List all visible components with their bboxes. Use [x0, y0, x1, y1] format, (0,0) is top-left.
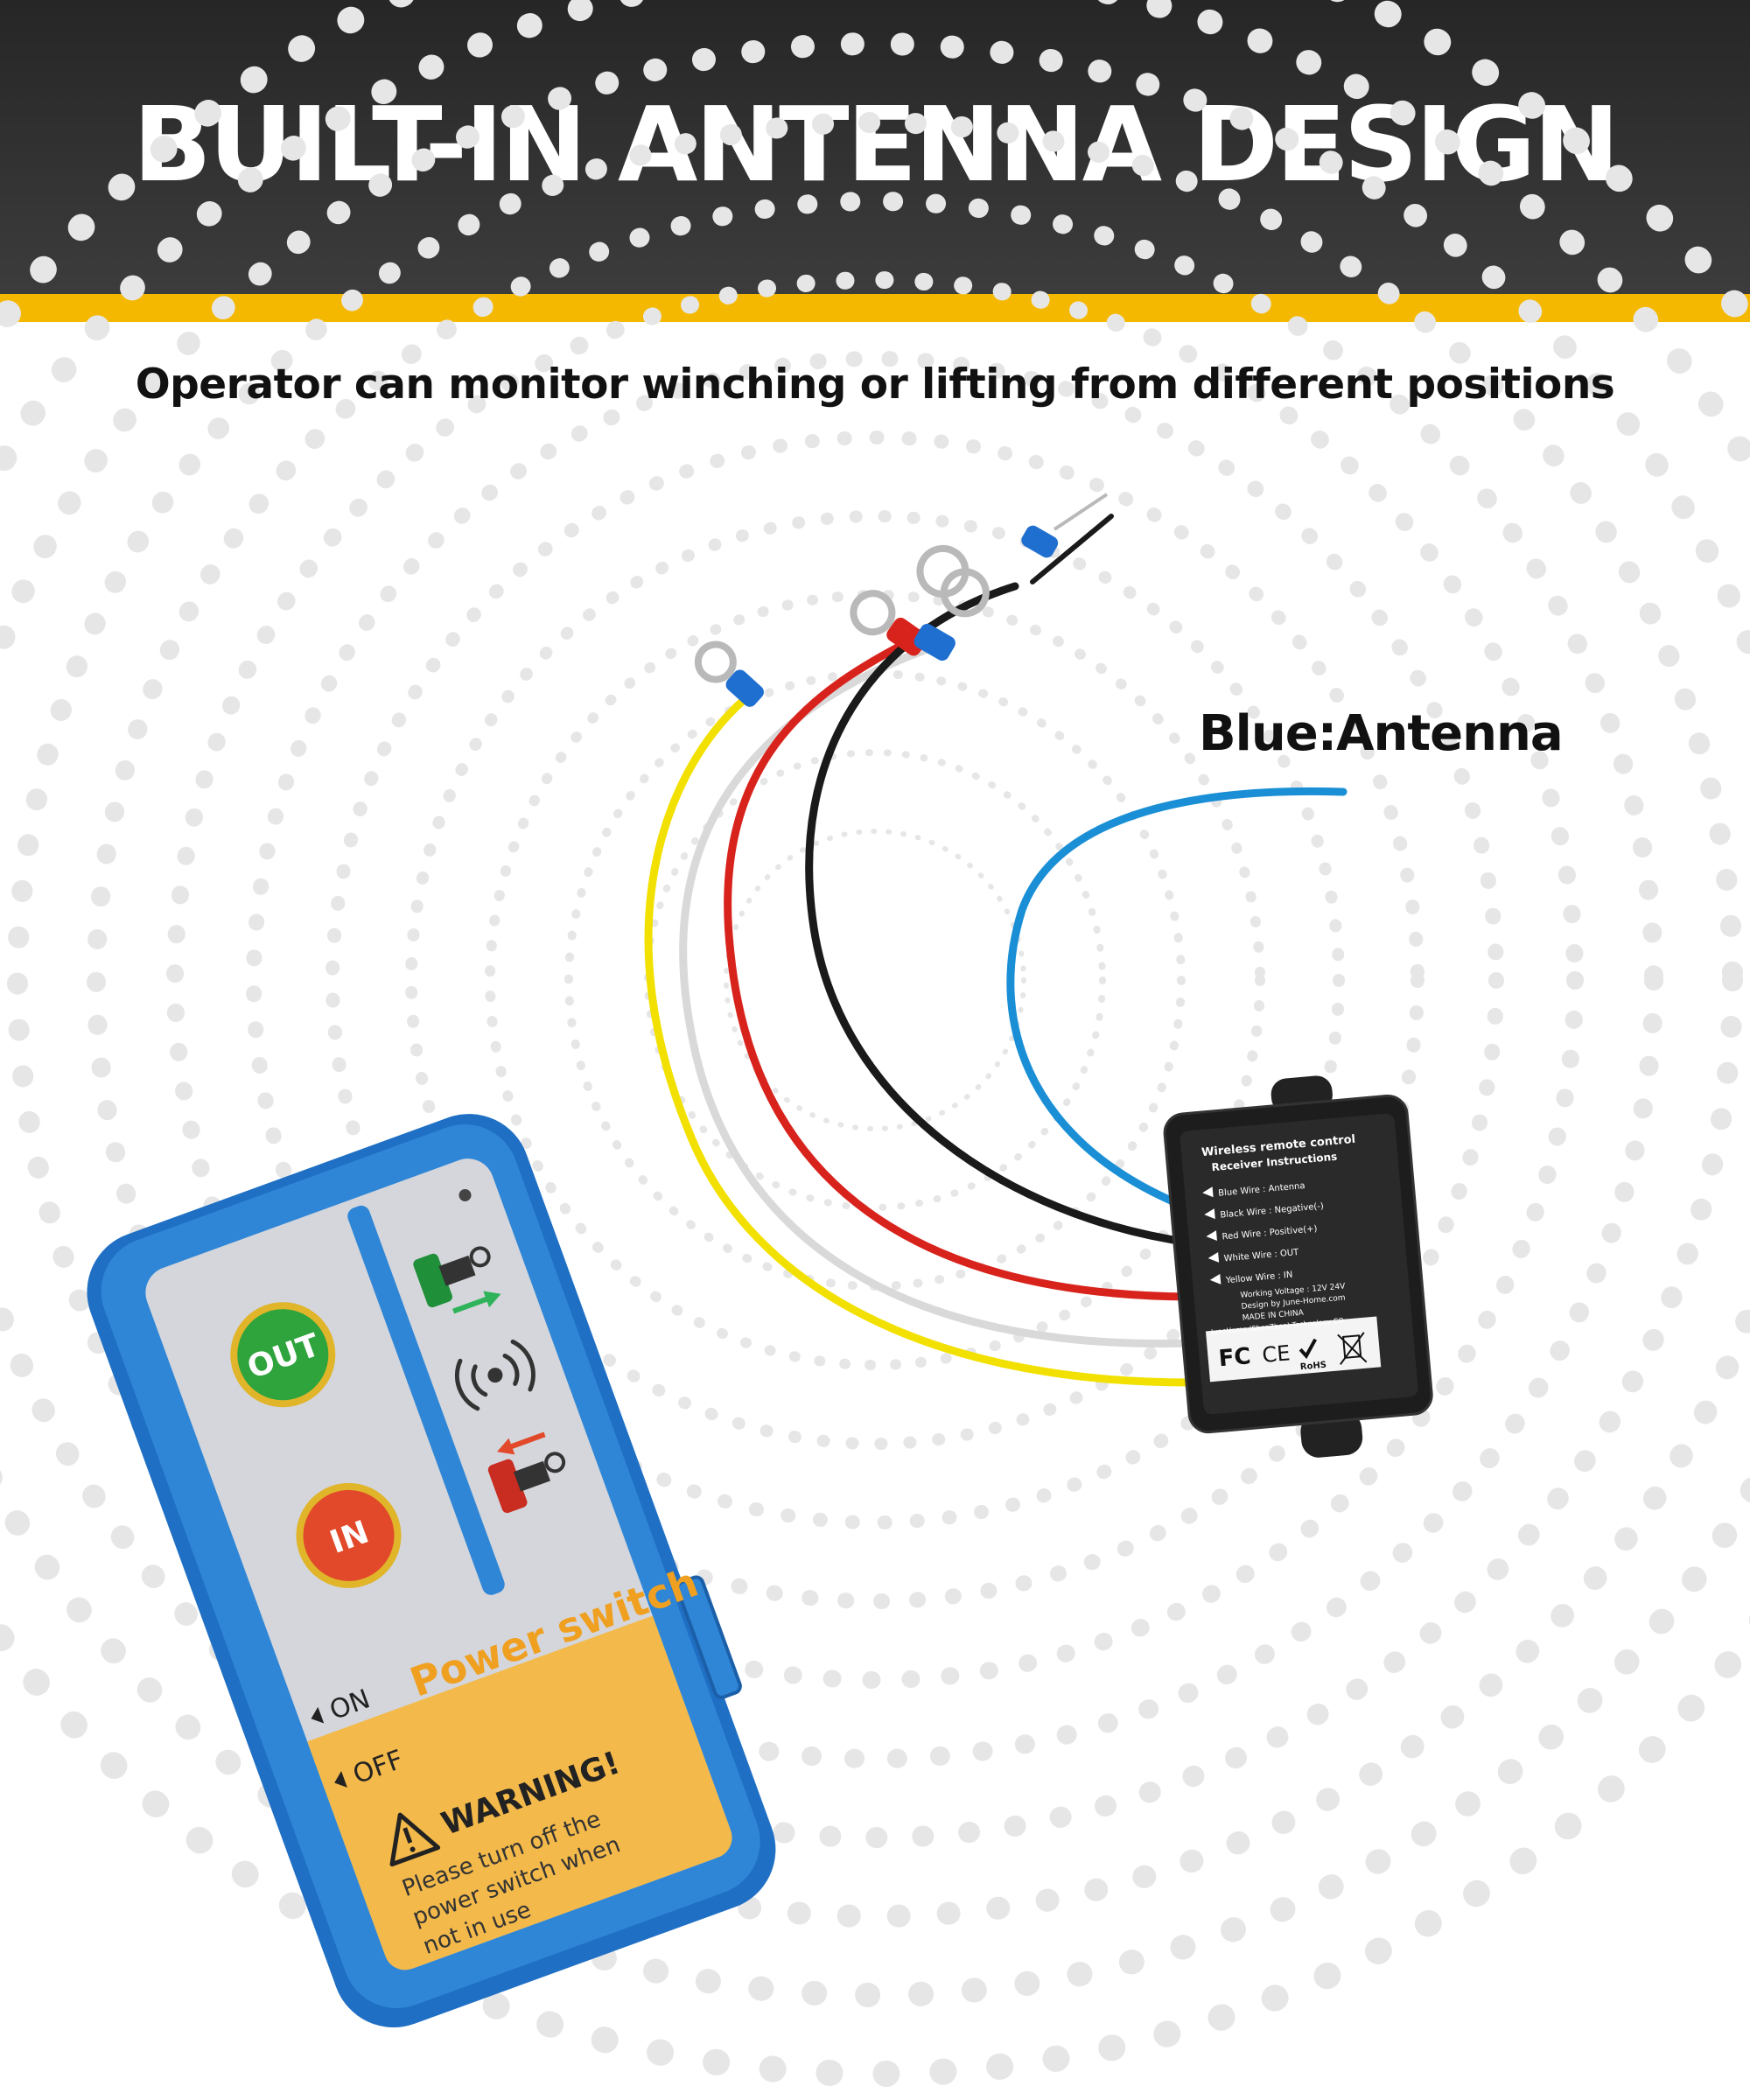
rohs-mark: RoHS: [1299, 1361, 1326, 1373]
accent-bar: [0, 294, 1750, 322]
arrow-icon: [1206, 1230, 1217, 1242]
wire-terminals: [694, 493, 1109, 707]
arrow-icon: [1204, 1208, 1215, 1220]
in-button[interactable]: IN: [282, 1468, 416, 1603]
antenna-callout: Blue:Antenna: [1199, 705, 1564, 762]
arrow-icon: [1202, 1186, 1214, 1198]
power-slide-switch[interactable]: [676, 1575, 742, 1699]
out-button[interactable]: OUT: [215, 1287, 350, 1422]
off-arrow-icon: [334, 1771, 347, 1788]
winch-in-icon: [487, 1432, 566, 1514]
fcc-mark: FC: [1217, 1343, 1251, 1372]
arrow-icon: [1209, 1273, 1222, 1284]
yellow-wire: [644, 696, 1194, 1387]
warning-triangle-icon: [389, 1812, 441, 1867]
page-subtitle: Operator can monitor winching or lifting…: [135, 360, 1615, 409]
black-wire: [805, 582, 1194, 1247]
blue-antenna-wire: [1006, 787, 1348, 1208]
red-wire: [724, 639, 1194, 1301]
receiver-wires: [644, 514, 1348, 1387]
receiver-box: Wireless remote control Receiver Instruc…: [1163, 1075, 1433, 1458]
status-led: [458, 1188, 472, 1201]
remote-control: OUT IN: [87, 1114, 776, 2028]
on-arrow-icon: [311, 1706, 325, 1724]
check-icon: [1298, 1338, 1317, 1360]
winch-out-icon: [413, 1246, 501, 1314]
ce-mark: CE: [1261, 1340, 1291, 1368]
wireless-signal-icon: [454, 1339, 536, 1411]
weee-bin-icon: [1337, 1332, 1368, 1365]
arrow-icon: [1208, 1251, 1220, 1263]
